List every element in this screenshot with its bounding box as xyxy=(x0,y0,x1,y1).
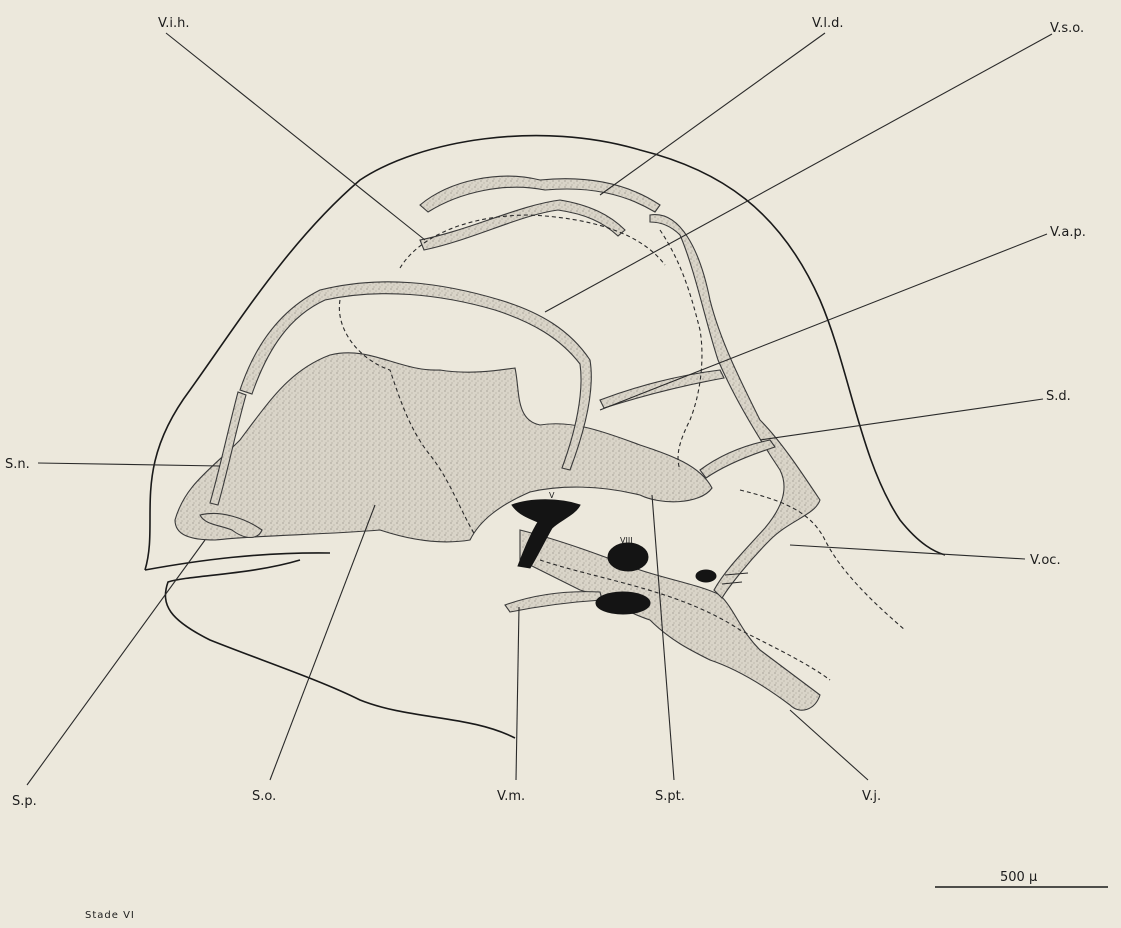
label-v-j: V.j. xyxy=(862,789,881,804)
lower-jaw-outline xyxy=(165,560,515,738)
leader-v-s-o xyxy=(545,34,1052,312)
label-v-oc: V.oc. xyxy=(1030,553,1061,568)
sinus-pterygoideus xyxy=(520,530,820,710)
leader-s-p xyxy=(27,540,205,785)
snout-upper xyxy=(145,553,330,570)
stage-label: Stade VI xyxy=(85,910,135,921)
leader-v-j xyxy=(790,710,868,780)
leader-s-d xyxy=(760,399,1043,440)
label-nerve-v: V xyxy=(549,491,555,500)
nerve-ganglion-lower xyxy=(596,592,650,614)
sinus-dorsalis xyxy=(700,440,775,478)
label-s-p: S.p. xyxy=(12,794,37,809)
scale-bar-label: 500 µ xyxy=(1000,870,1037,885)
nerve-ganglion-small xyxy=(696,570,716,582)
leader-v-m xyxy=(516,607,519,780)
label-s-d: S.d. xyxy=(1046,389,1071,404)
label-v-i-h: V.i.h. xyxy=(158,16,189,31)
label-v-a-p: V.a.p. xyxy=(1050,225,1086,240)
leader-s-n xyxy=(38,463,220,466)
label-v-m: V.m. xyxy=(497,789,525,804)
label-v-l-d: V.l.d. xyxy=(812,16,843,31)
label-s-pt: S.pt. xyxy=(655,789,685,804)
dashed-outline-3 xyxy=(740,490,905,630)
nerve-viii-ganglion xyxy=(608,543,648,571)
leader-s-o xyxy=(270,505,375,780)
vena-maxillaris xyxy=(505,592,602,612)
label-v-s-o: V.s.o. xyxy=(1050,21,1084,36)
label-s-n: S.n. xyxy=(5,457,30,472)
label-nerve-viii: VIII xyxy=(620,536,633,545)
vena-ih-branch xyxy=(420,200,625,250)
leader-v-oc xyxy=(790,545,1025,559)
label-s-o: S.o. xyxy=(252,789,276,804)
leader-v-a-p xyxy=(600,234,1047,410)
leader-v-i-h xyxy=(166,33,425,240)
leader-v-l-d xyxy=(600,33,825,195)
vena-occipitalis xyxy=(650,215,820,598)
